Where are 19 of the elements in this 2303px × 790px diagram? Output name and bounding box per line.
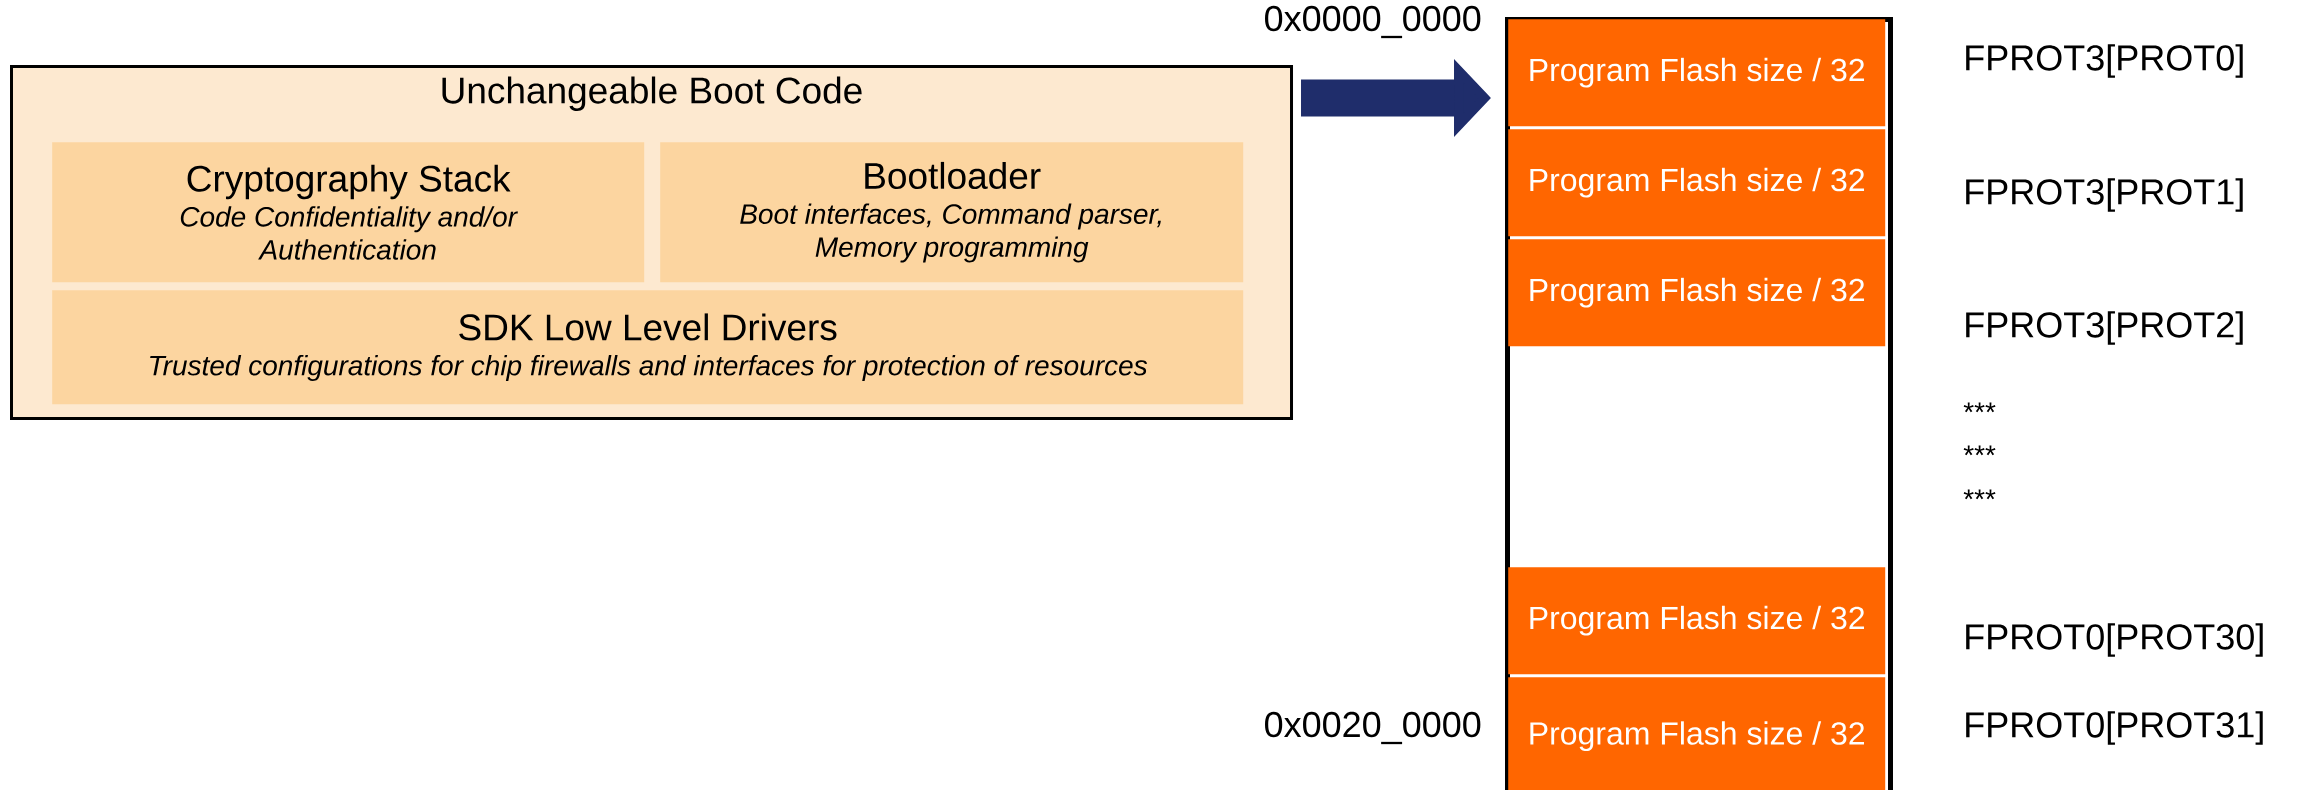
flash-region-block: Program Flash size / 32 (1508, 239, 1886, 347)
register-label: FPROT0[PROT31] (1966, 711, 2263, 745)
flash-region-block: Program Flash size / 32 (1508, 677, 1886, 790)
ellipsis-label: *** (1963, 402, 1996, 413)
register-label: FPROT3[PROT0] (1966, 44, 2243, 78)
memory-map-column (1505, 17, 1893, 790)
component-box: Cryptography Stack Code Confidentiality and/or Authentication (52, 142, 645, 283)
component-box: Bootloader Boot interfaces, Command parser, Memory programming (660, 142, 1244, 283)
register-label: FPROT3[PROT1] (1966, 178, 2243, 212)
flash-region-block: Program Flash size / 32 (1508, 129, 1886, 237)
flash-region-block: Program Flash size / 32 (1508, 567, 1886, 675)
component-box: SDK Low Level Drivers Trusted configurations for chip firewalls and interfaces for protection of resources (52, 290, 1244, 405)
address-label: 0x0020_0000 (1265, 711, 1481, 745)
register-label: FPROT3[PROT2] (1966, 311, 2243, 345)
ellipsis-label: *** (1963, 489, 1996, 500)
ellipsis-label: *** (1963, 445, 1996, 456)
flash-region-block: Program Flash size / 32 (1508, 19, 1886, 127)
address-label: 0x0000_0000 (1265, 5, 1481, 39)
register-label: FPROT0[PROT30] (1966, 623, 2263, 657)
